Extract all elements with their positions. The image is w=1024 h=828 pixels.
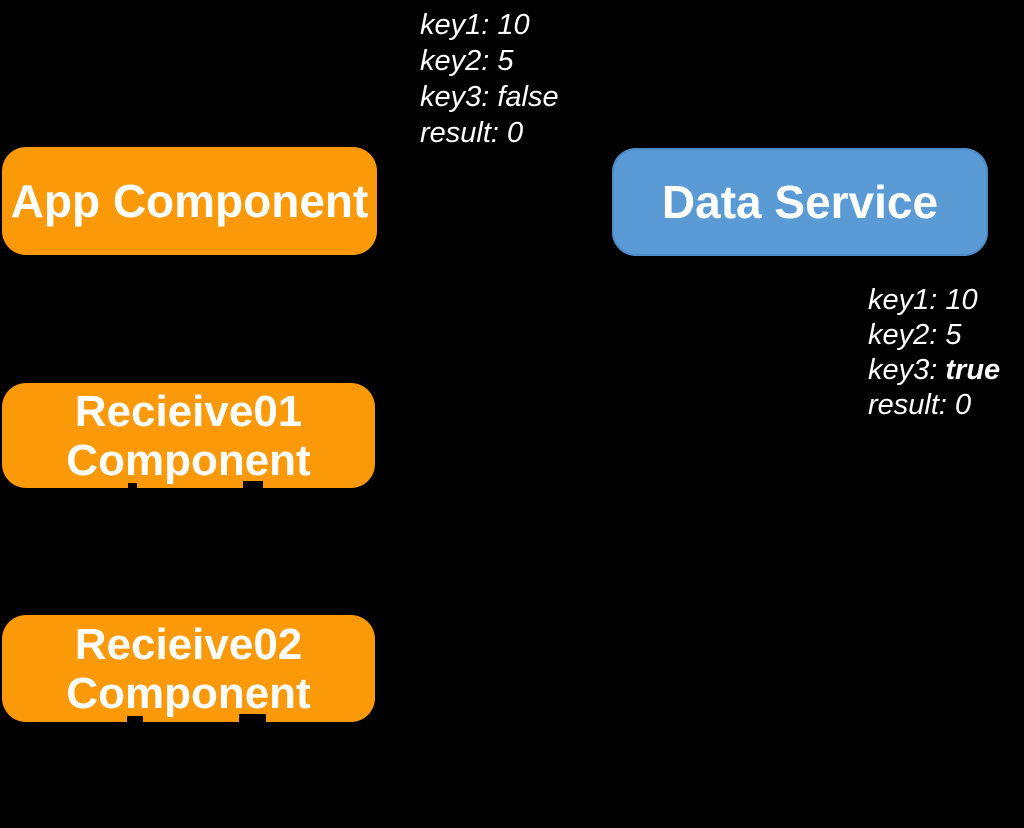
hidden-arrow-artifact	[128, 483, 137, 489]
annotation-line: key1: 10	[420, 9, 530, 41]
recieive01-label-line1: Recieive01	[74, 386, 303, 436]
annotation-line: key2: 5	[420, 45, 514, 77]
app-component-label: App Component	[10, 175, 369, 227]
hidden-arrow-artifact	[239, 714, 266, 723]
data-service-label: Data Service	[661, 176, 939, 228]
annotation-line: key3: false	[420, 81, 559, 113]
node-data-service: Data Service	[612, 148, 988, 256]
hidden-arrow-artifact	[243, 481, 263, 489]
annotation-line: key3: true	[868, 353, 1000, 388]
annotation-line: result: 0	[868, 389, 972, 421]
node-recieive01-component: Recieive01 Component	[2, 383, 375, 488]
recieive01-label-line2: Component	[66, 435, 311, 485]
annotation-line: key2: 5	[868, 319, 962, 351]
annotation-line: key1: 10	[868, 284, 978, 316]
annotation-key3-value: true	[945, 354, 1001, 386]
node-app-component: App Component	[2, 147, 377, 255]
annotation-line: result: 0	[420, 117, 524, 149]
hidden-arrow-artifact	[127, 716, 143, 723]
annotation-key3-prefix: key3:	[868, 354, 946, 386]
recieive02-label-line1: Recieive02	[74, 619, 303, 669]
node-recieive02-component: Recieive02 Component	[2, 615, 375, 722]
annotation-app-state: key1: 10 key2: 5 key3: false result: 0	[420, 7, 559, 151]
recieive02-label-line2: Component	[66, 668, 311, 718]
annotation-service-state: key1: 10 key2: 5 key3: true result: 0	[868, 283, 1000, 423]
